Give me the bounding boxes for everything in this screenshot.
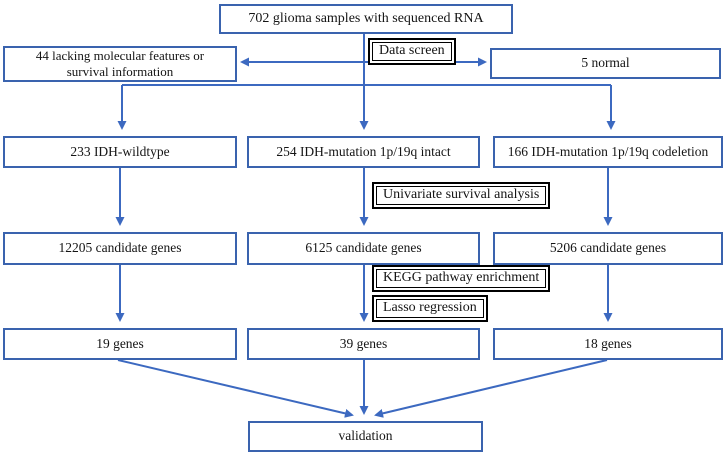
arrow-genes-left-to-validation [117,359,354,418]
node-candidates-intact: 6125 candidate genes [247,232,480,265]
node-candidates-codeletion: 5206 candidate genes [493,232,723,265]
process-kegg-enrichment: KEGG pathway enrichment [372,265,551,293]
node-idh-mutation-intact: 254 IDH-mutation 1p/19q intact [247,136,480,168]
process-univariate-survival: Univariate survival analysis [372,182,551,210]
node-excluded-normal: 5 normal [490,48,721,79]
node-idh-wildtype: 233 IDH-wildtype [3,136,237,168]
node-genes-codeletion: 18 genes [493,328,723,360]
node-samples-total: 702 glioma samples with sequenced RNA [219,4,513,34]
node-validation: validation [248,421,483,452]
node-excluded-missing: 44 lacking molecular features or surviva… [3,46,237,82]
node-genes-intact: 39 genes [247,328,480,360]
process-lasso-regression: Lasso regression [372,295,488,323]
node-genes-wildtype: 19 genes [3,328,237,360]
process-data-screen: Data screen [368,38,456,66]
node-idh-mutation-codeletion: 166 IDH-mutation 1p/19q codeletion [493,136,723,168]
arrow-genes-right-to-validation [374,359,608,418]
node-candidates-wildtype: 12205 candidate genes [3,232,237,265]
